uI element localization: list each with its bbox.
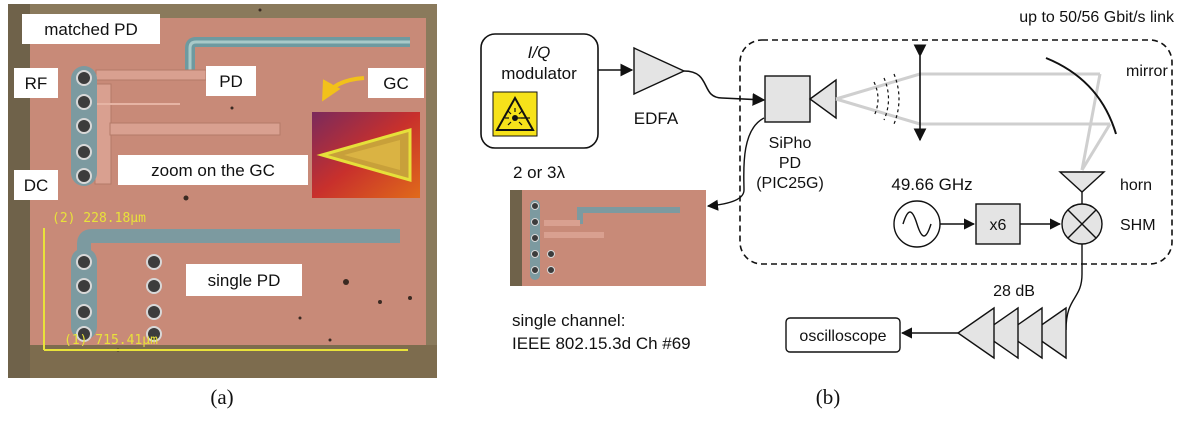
- oscilloscope-label: oscilloscope: [799, 328, 886, 345]
- lo-frequency: 49.66 GHz: [891, 175, 972, 194]
- label-rf: RF: [25, 74, 48, 93]
- modulator-line2: modulator: [501, 64, 577, 83]
- pd-to-thumbnail: [706, 117, 765, 211]
- label-zoom: zoom on the GC: [151, 161, 275, 180]
- label-box-gc: [368, 68, 424, 98]
- wavefronts: [873, 73, 900, 125]
- label-box-dc: [14, 170, 58, 200]
- label-box-matched-pd: [22, 14, 160, 44]
- edfa-amplifier: [633, 46, 686, 96]
- label-box-rf: [14, 68, 58, 98]
- pd-label-3: (PIC25G): [756, 175, 824, 192]
- tx-horn-antenna: [808, 78, 837, 120]
- channel-line2: IEEE 802.15.3d Ch #69: [512, 334, 691, 353]
- multiplier-box: [975, 203, 1021, 245]
- panel-b: up to 50/56 Gbit/s link I/Q modulator 2 …: [480, 9, 1175, 409]
- measurement-overlay: [43, 228, 408, 351]
- sipho-pd-box: [764, 75, 811, 123]
- link-boundary: [739, 39, 1173, 265]
- oscilloscope-box: [785, 317, 901, 353]
- thz-beam: [835, 72, 1112, 171]
- if-output: [1065, 244, 1083, 331]
- label-gc: GC: [383, 74, 409, 93]
- top-waveguide-core: [188, 40, 410, 79]
- electrode-comb-top: [95, 69, 207, 81]
- label-box-zoom: [118, 155, 308, 185]
- label-matched-pd: matched PD: [44, 20, 138, 39]
- link-title: up to 50/56 Gbit/s link: [1019, 9, 1175, 26]
- chip-thumbnail: [510, 190, 706, 286]
- measurement-1: (1) 715.41µm: [64, 333, 158, 348]
- fiber-edfa-pd: [683, 70, 766, 106]
- wavelengths-label: 2 or 3λ: [513, 163, 565, 182]
- grating-coupler-inner: [344, 140, 400, 170]
- bottom-waveguide: [77, 229, 400, 262]
- electrode-bar: [94, 83, 112, 185]
- caption-b: (b): [816, 385, 841, 409]
- probe-pads-bottom: [76, 254, 162, 342]
- shm-label: SHM: [1120, 217, 1156, 234]
- label-single-pd: single PD: [208, 271, 281, 290]
- pd-label-1: SiPho: [769, 135, 812, 152]
- modulator-line1: I/Q: [528, 43, 551, 62]
- channel-line1: single channel:: [512, 311, 625, 330]
- horn-label: horn: [1120, 177, 1152, 194]
- multiplier-label: x6: [990, 217, 1007, 234]
- electrode-comb-bottom: [109, 122, 281, 136]
- caption-a: (a): [210, 385, 233, 409]
- label-pd: PD: [219, 72, 243, 91]
- rx-horn-antenna: [1058, 171, 1106, 193]
- label-box-pd: [206, 66, 256, 96]
- gc-arrow: [322, 76, 365, 102]
- pd-label-2: PD: [779, 155, 801, 172]
- lo-source: [893, 200, 941, 248]
- laser-warning-icon: [492, 91, 538, 137]
- gain-label: 28 dB: [993, 283, 1035, 300]
- amplifier-chain: [956, 306, 1067, 360]
- edfa-label: EDFA: [634, 109, 679, 128]
- mirror-label: mirror: [1126, 63, 1168, 80]
- mirror: [1045, 57, 1117, 135]
- probe-pads-top: [76, 70, 92, 184]
- shm-mixer: [1061, 203, 1103, 245]
- panel-a: (2) 228.18µm (1) 715.41µm matched PD RF …: [8, 4, 437, 409]
- label-box-single-pd: [186, 264, 302, 296]
- label-dc: DC: [24, 176, 49, 195]
- measurement-2: (2) 228.18µm: [52, 211, 146, 226]
